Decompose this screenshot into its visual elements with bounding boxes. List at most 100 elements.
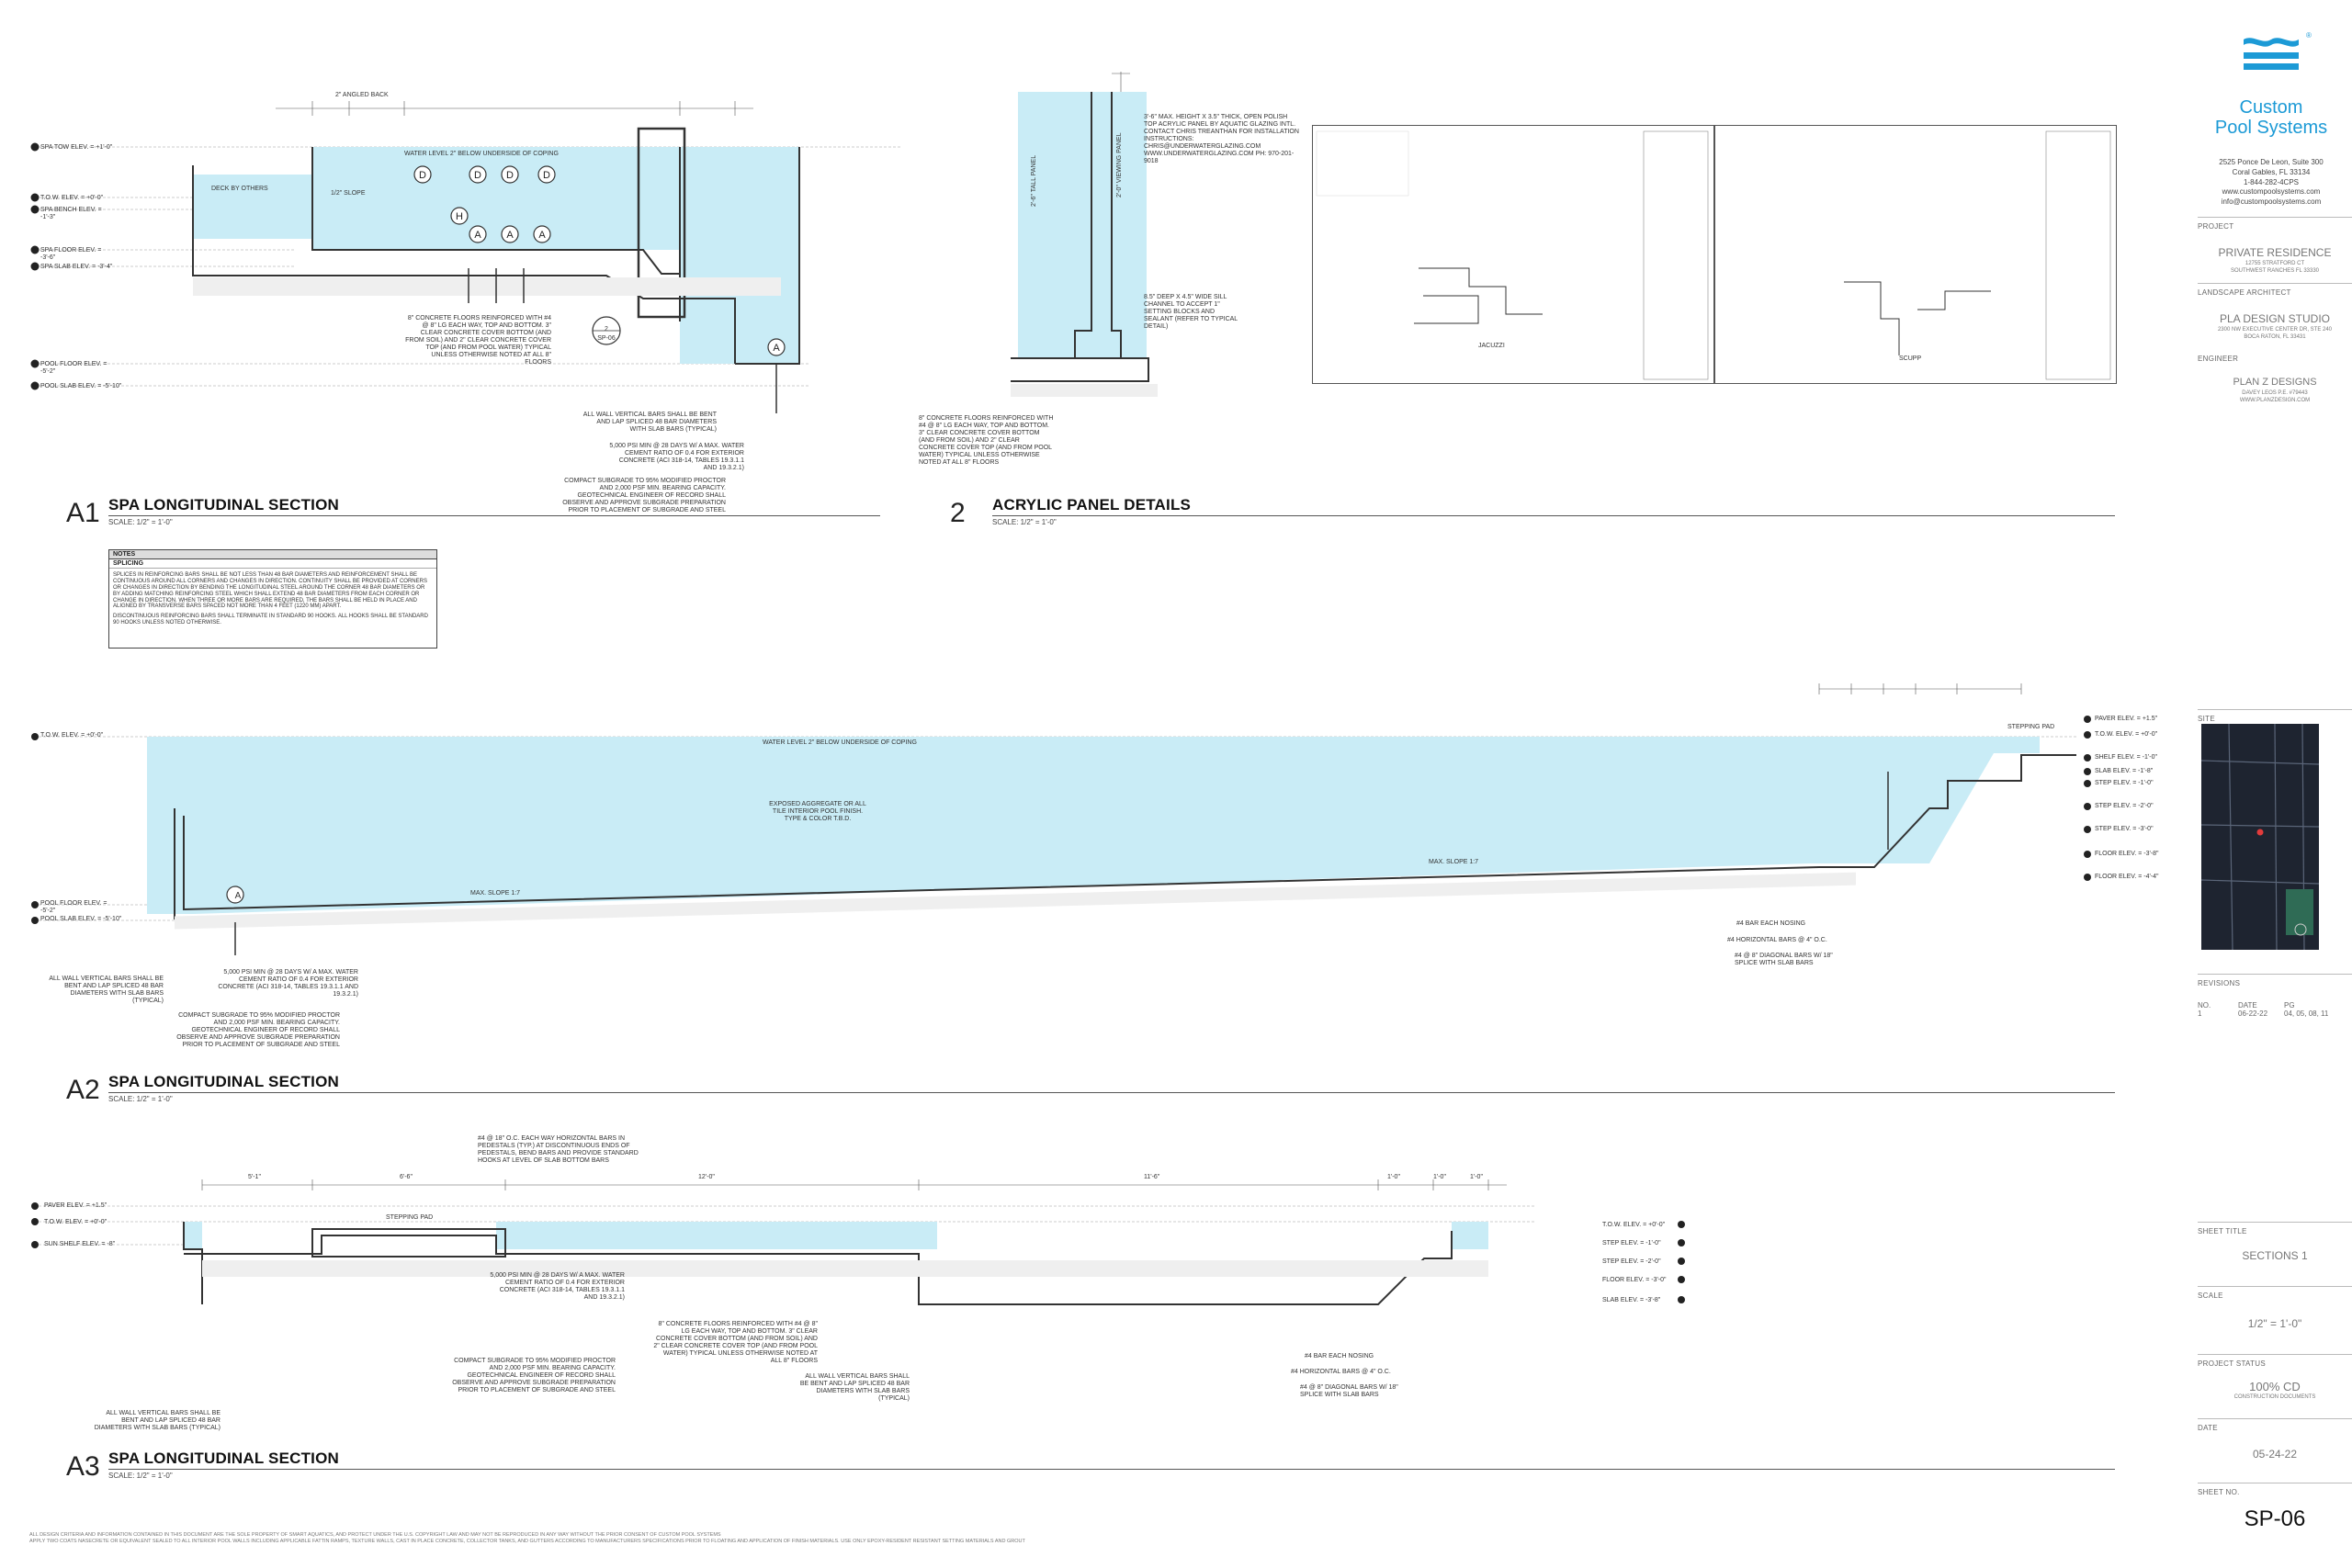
svg-text:H: H xyxy=(456,211,463,222)
a3-section-title: SPA LONGITUDINAL SECTION xyxy=(108,1450,339,1467)
a1-deck-by-others: DECK BY OTHERS xyxy=(211,186,268,192)
a2-section-number: A2 xyxy=(66,1075,100,1105)
a2-marker: A xyxy=(234,891,242,901)
a2-elev-right-3: SLAB ELEV. = -1'-8" xyxy=(2095,768,2154,774)
a3-dim-6: 1'-0" xyxy=(1470,1174,1483,1180)
tb-divider-6 xyxy=(2198,1286,2352,1287)
notes-heading: NOTES xyxy=(109,550,436,559)
a1-elev-label-2: SPA BENCH ELEV. = -1'-3" xyxy=(40,207,102,221)
a2-title-rule xyxy=(108,1092,2115,1093)
a2-elev-left-2: POOL SLAB ELEV. = -5'-10" xyxy=(40,916,122,922)
engineer-label: ENGINEER xyxy=(2198,355,2239,363)
a3-section-scale: SCALE: 1/2" = 1'-0" xyxy=(108,1472,173,1480)
s2-note-floors: 8" CONCRETE FLOORS REINFORCED WITH #4 @ … xyxy=(919,415,1054,467)
a1-elev-label-1: T.O.W. ELEV. = +0'-0" xyxy=(40,195,104,201)
rev-row-date: 06-22-22 xyxy=(2238,1010,2268,1018)
date-label: DATE xyxy=(2198,1424,2218,1432)
a1-fitting-markers xyxy=(413,165,786,356)
notes-para1: SPLICES IN REINFORCING BARS SHALL BE NOT… xyxy=(113,572,427,610)
detail-sheet-thumb-a: JACUZZI xyxy=(1312,125,1714,384)
tb-divider-3 xyxy=(2198,709,2352,710)
a1-note-walls: ALL WALL VERTICAL BARS SHALL BE BENT AND… xyxy=(582,412,717,434)
landscape-addr-2: BOCA RATON, FL 33431 xyxy=(2244,334,2306,340)
a1-elev-markers xyxy=(30,142,40,390)
scale-value: 1/2" = 1'-0" xyxy=(2247,1317,2302,1330)
a3-elev-left-1: T.O.W. ELEV. = +0'-0" xyxy=(44,1219,107,1225)
brand-line-1: Custom xyxy=(2239,97,2303,118)
tb-divider-7 xyxy=(2198,1354,2352,1355)
thumb-b-label: SCUPP xyxy=(1899,355,1922,362)
a3-elev-left-2: SUN SHELF ELEV. = -8" xyxy=(44,1241,116,1247)
svg-text:A: A xyxy=(506,230,514,241)
a3-note-subgrade: COMPACT SUBGRADE TO 95% MODIFIED PROCTOR… xyxy=(452,1358,616,1394)
svg-text:A: A xyxy=(538,230,546,241)
landscape-name: PLA DESIGN STUDIO xyxy=(2219,312,2331,325)
site-map-image xyxy=(2201,724,2319,950)
site-label: SITE xyxy=(2198,715,2215,723)
brand-contact: 2525 Ponce De Leon, Suite 300 Coral Gabl… xyxy=(2190,158,2352,208)
a2-note-diag: #4 @ 8" DIAGONAL BARS W/ 18" SPLICE WITH… xyxy=(1735,953,1833,967)
a3-dim-3: 11'-6" xyxy=(1144,1174,1160,1180)
s2-section-number: 2 xyxy=(950,498,966,528)
a3-note-nosing: #4 BAR EACH NOSING xyxy=(1305,1353,1374,1359)
a1-detail-ref-num: 2 xyxy=(605,326,608,333)
rev-header-date: DATE xyxy=(2238,1001,2257,1010)
brand-email: info@custompoolsystems.com xyxy=(2221,197,2322,207)
project-name: PRIVATE RESIDENCE xyxy=(2218,246,2332,259)
s2-title-rule xyxy=(992,515,2115,516)
svg-text:D: D xyxy=(543,170,550,181)
status-label: PROJECT STATUS xyxy=(2198,1359,2266,1368)
a3-dim-0: 5'-1" xyxy=(248,1174,261,1180)
footer-disclaimer: ALL DESIGN CRITERIA AND INFORMATION CONT… xyxy=(29,1532,1408,1545)
detail-sheet-thumb-b: SCUPP xyxy=(1714,125,2117,384)
a2-note-subgrade: COMPACT SUBGRADE TO 95% MODIFIED PROCTOR… xyxy=(176,1012,340,1049)
status-sub: CONSTRUCTION DOCUMENTS xyxy=(2233,1394,2316,1400)
svg-text:D: D xyxy=(474,170,481,181)
a3-note-top: #4 @ 18" O.C. EACH WAY HORIZONTAL BARS I… xyxy=(478,1135,639,1165)
a3-note-floors: 8" CONCRETE FLOORS REINFORCED WITH #4 @ … xyxy=(653,1321,818,1365)
a2-elev-right-7: FLOOR ELEV. = -3'-8" xyxy=(2095,851,2159,857)
s2-section-scale: SCALE: 1/2" = 1'-0" xyxy=(992,518,1057,526)
brand-address-1: 2525 Ponce De Leon, Suite 300 xyxy=(2219,158,2324,166)
a2-elev-right-8: FLOOR ELEV. = -4'-4" xyxy=(2095,874,2159,880)
a3-elev-right-1: STEP ELEV. = -1'-0" xyxy=(1602,1240,1661,1247)
s2-note-panel: 3'-6" MAX. HEIGHT X 3.5" THICK, OPEN POL… xyxy=(1144,114,1299,165)
a2-elev-right-1: T.O.W. ELEV. = +0'-0" xyxy=(2095,731,2158,738)
a3-note-diag: #4 @ 8" DIAGONAL BARS W/ 18" SPLICE WITH… xyxy=(1300,1384,1398,1399)
s2-drawing xyxy=(1011,72,1158,397)
rev-row-pg: 04, 05, 08, 11 xyxy=(2284,1010,2329,1018)
svg-text:D: D xyxy=(506,170,514,181)
svg-text:A: A xyxy=(773,343,780,354)
engineer-sub-2: WWW.PLANZDESIGN.COM xyxy=(2239,398,2311,403)
status-value: 100% CD xyxy=(2249,1380,2301,1393)
notes-para2: DISCONTINUOUS REINFORCING BARS SHALL TER… xyxy=(113,614,428,626)
sheet-title: SECTIONS 1 xyxy=(2242,1249,2308,1262)
s2-section-title: ACRYLIC PANEL DETAILS xyxy=(992,496,1192,513)
sheet-no-label: SHEET NO. xyxy=(2198,1488,2240,1496)
landscape-addr-1: 2300 NW EXECUTIVE CENTER DR, STE 240 xyxy=(2217,327,2333,333)
notes-box: NOTES SPLICING SPLICES IN REINFORCING BA… xyxy=(108,549,437,649)
a2-finish: EXPOSED AGGREGATE OR ALL TILE INTERIOR P… xyxy=(769,801,866,823)
a3-elev-right-3: FLOOR ELEV. = -3'-0" xyxy=(1602,1277,1667,1283)
rev-header-no: NO. xyxy=(2198,1001,2211,1010)
scale-label: SCALE xyxy=(2198,1292,2223,1300)
a3-elev-right-0: T.O.W. ELEV. = +0'-0" xyxy=(1602,1222,1666,1228)
a1-detail-ref-sheet: SP-06 xyxy=(597,335,616,342)
rev-header-pg: PG xyxy=(2284,1001,2295,1010)
landscape-label: LANDSCAPE ARCHITECT xyxy=(2198,288,2291,297)
a2-drawing xyxy=(31,683,2091,955)
a3-title-rule xyxy=(108,1469,2115,1470)
svg-text:A: A xyxy=(474,230,481,241)
a1-note-subgrade: COMPACT SUBGRADE TO 95% MODIFIED PROCTOR… xyxy=(562,478,726,514)
a2-note-horiz: #4 HORIZONTAL BARS @ 4" O.C. xyxy=(1727,937,1827,943)
project-addr-1: 12755 STRATFORD CT xyxy=(2245,261,2305,266)
a2-elev-right-6: STEP ELEV. = -3'-0" xyxy=(2095,826,2154,832)
title-block: ® Custom Pool Systems 2525 Ponce De Leon… xyxy=(2190,0,2352,1568)
a2-note-psi: 5,000 PSI MIN @ 28 DAYS W/ A MAX. WATER … xyxy=(218,969,358,998)
thumb-a-label: JACUZZI xyxy=(1478,343,1505,349)
a3-elev-right-2: STEP ELEV. = -2'-0" xyxy=(1602,1258,1661,1265)
a1-note-psi: 5,000 PSI MIN @ 28 DAYS W/ A MAX. WATER … xyxy=(609,443,744,472)
a1-elev-label-3: SPA FLOOR ELEV. = -3'-6" xyxy=(40,247,102,262)
revisions-label: REVISIONS xyxy=(2198,979,2241,987)
sheet-title-label: SHEET TITLE xyxy=(2198,1227,2247,1235)
